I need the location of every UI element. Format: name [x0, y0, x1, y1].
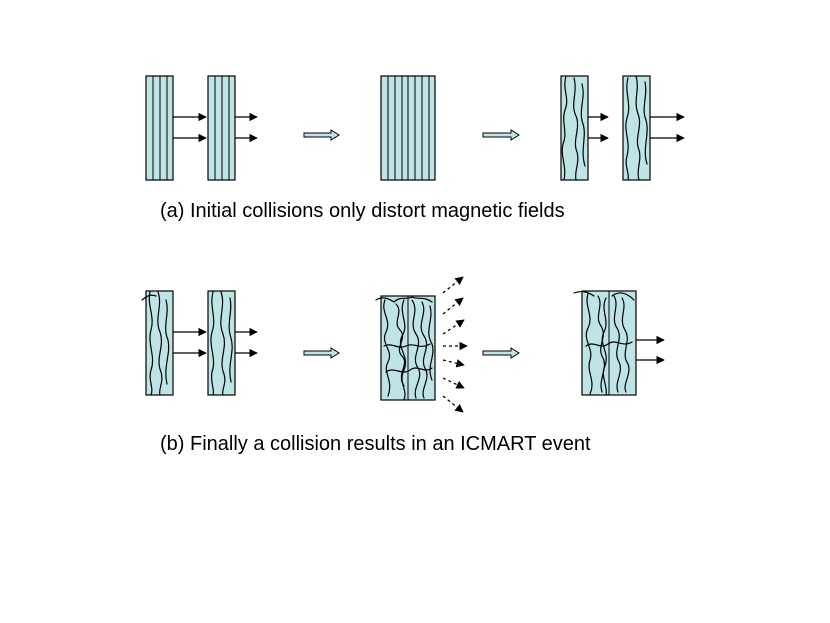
caption-b: (b) Finally a collision results in an IC…: [160, 433, 591, 455]
row-b-transition-arrow-1: [303, 347, 340, 359]
emission-arrow-6: [442, 377, 465, 389]
caption-a: (a) Initial collisions only distort magn…: [160, 200, 565, 222]
row-b-result-shell: [573, 290, 637, 396]
row-b-transition-arrow-2: [482, 347, 520, 359]
row-a-merged-shell: [380, 75, 436, 181]
emission-arrow-1: [442, 276, 464, 294]
row-a: [145, 75, 685, 181]
emission-arrow-7: [442, 395, 464, 413]
row-b-emission-arrows: [442, 276, 468, 413]
row-b-shell-2: [207, 290, 236, 396]
row-a-transition-arrow-2: [482, 129, 520, 141]
row-b-colliding-shell: [375, 295, 436, 401]
emission-arrow-2: [442, 297, 464, 315]
row-b-shell-1: [141, 290, 174, 396]
emission-arrow-5: [442, 359, 465, 368]
row-b: [141, 276, 665, 413]
row-a-shell-2: [207, 75, 236, 181]
emission-arrow-3: [442, 319, 465, 335]
row-a-transition-arrow-1: [303, 129, 340, 141]
row-a-shell-1: [145, 75, 174, 181]
row-a-distorted-shell-2: [622, 75, 651, 181]
row-a-distorted-shell-1: [560, 75, 589, 181]
